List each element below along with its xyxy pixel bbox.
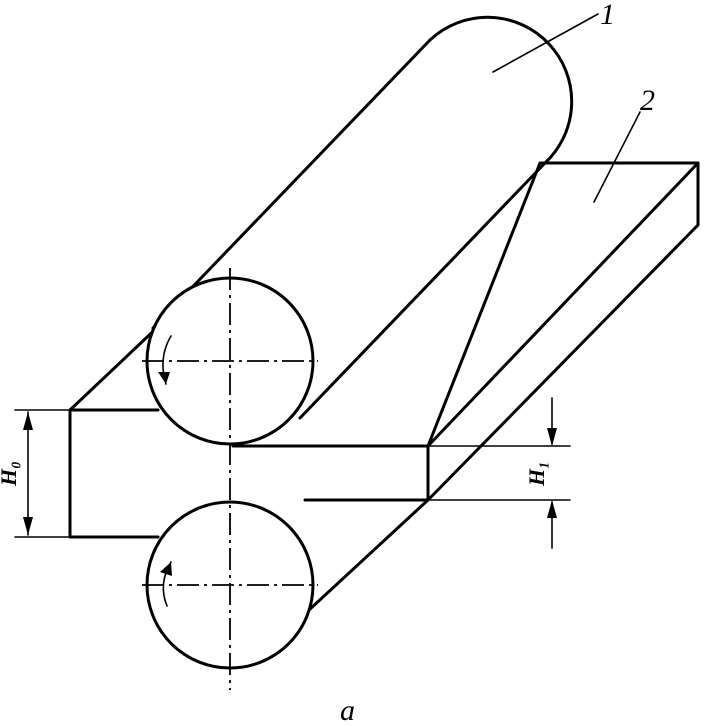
label-strip: 2 (640, 84, 655, 117)
lower-roll-rotation-arrowhead (160, 562, 172, 576)
h0-arrow-bottom (23, 517, 33, 535)
h0-arrow-top (23, 412, 33, 430)
rolled-strip (231, 161, 700, 502)
label-h0: H₀ (0, 461, 21, 487)
incoming-strip (68, 321, 164, 539)
leader-roll (492, 13, 599, 73)
upper-roll-rotation-arrowhead (158, 372, 170, 384)
upper-roll-body (151, 15, 574, 420)
h1-arrow-bottom (547, 500, 557, 518)
label-h1: H₁ (524, 461, 549, 487)
leader-strip (593, 111, 641, 203)
h1-arrow-top (547, 428, 557, 446)
caption: a (340, 694, 355, 726)
lower-roll-body (294, 498, 430, 624)
label-roll: 1 (600, 0, 615, 31)
